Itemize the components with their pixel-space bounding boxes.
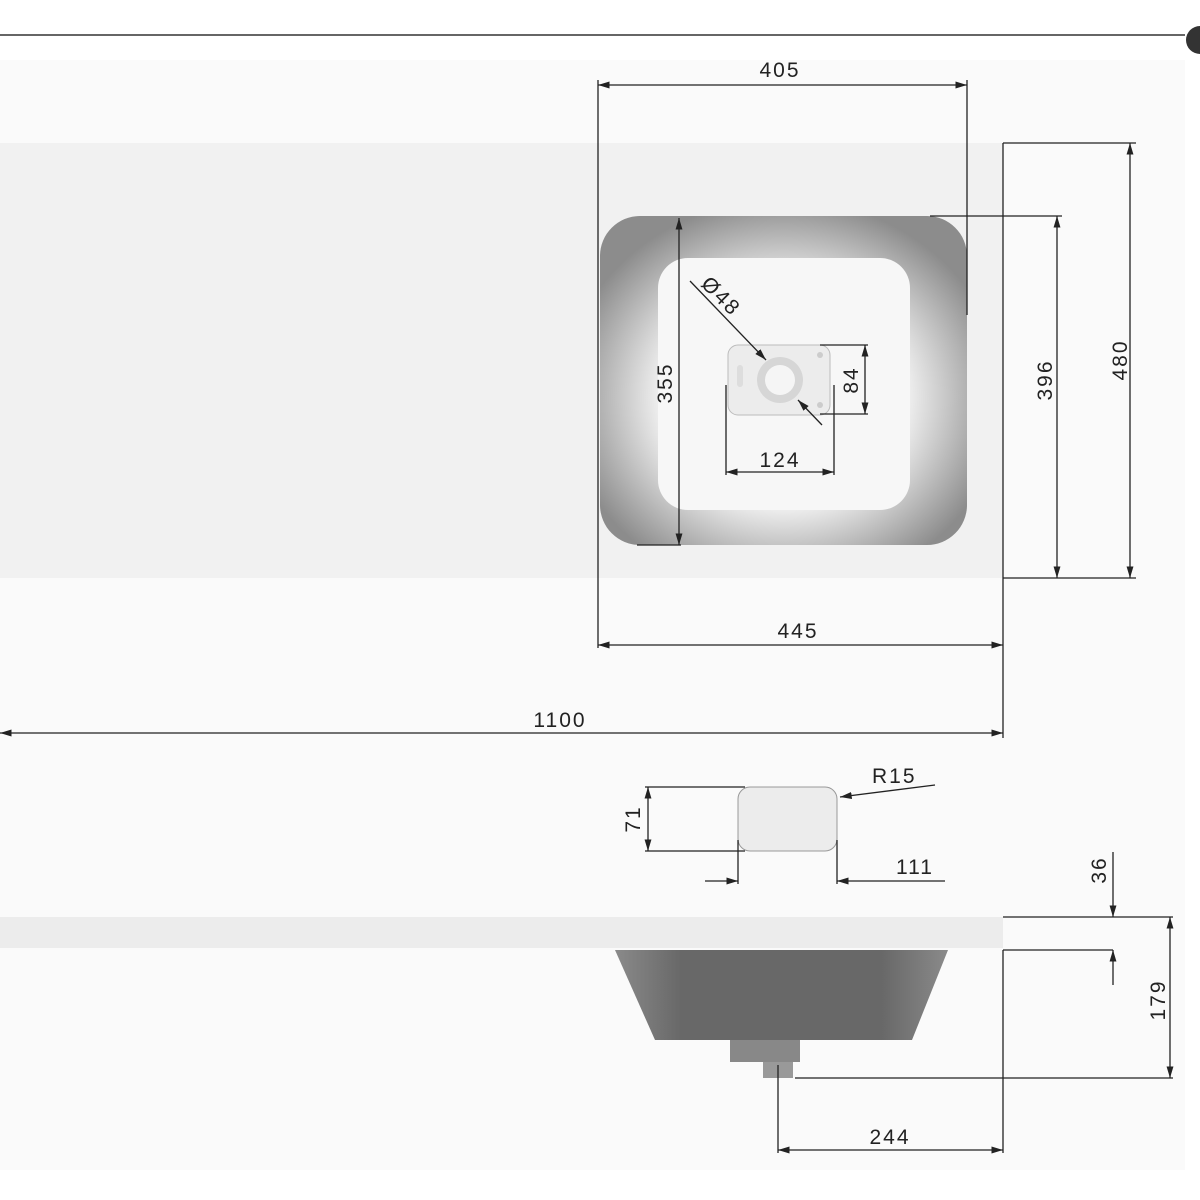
dimensions-side: 36 179 244 <box>777 852 1174 1154</box>
screw-hole <box>817 352 823 358</box>
dim-480: 480 <box>1109 339 1132 380</box>
screw-hole <box>817 402 823 408</box>
profile-section: R15 71 111 <box>622 765 945 885</box>
drain-hole <box>765 365 795 395</box>
dim-244: 244 <box>869 1126 910 1149</box>
dim-84: 84 <box>840 366 863 393</box>
drain-body <box>730 1040 800 1062</box>
dim-36: 36 <box>1088 856 1111 883</box>
dim-179: 179 <box>1147 979 1170 1020</box>
side-view <box>0 917 1003 1078</box>
dim-1100: 1100 <box>533 709 586 732</box>
basin-side <box>615 950 948 1040</box>
dim-355: 355 <box>654 362 677 403</box>
dim-445: 445 <box>777 620 818 643</box>
dim-405: 405 <box>759 59 800 82</box>
top-view <box>0 143 1003 578</box>
profile-shape <box>737 786 838 852</box>
dim-r15: R15 <box>872 765 917 788</box>
dim-111: 111 <box>896 856 934 879</box>
dimensions-top: 405 480 396 355 445 1100 124 84 Ø48 <box>0 59 1136 738</box>
dim-124: 124 <box>759 449 800 472</box>
dim-71: 71 <box>622 805 645 832</box>
corner-button-icon[interactable] <box>1186 26 1200 54</box>
overflow-slot <box>737 365 743 387</box>
dim-396: 396 <box>1034 359 1057 400</box>
countertop-side <box>0 917 1003 948</box>
